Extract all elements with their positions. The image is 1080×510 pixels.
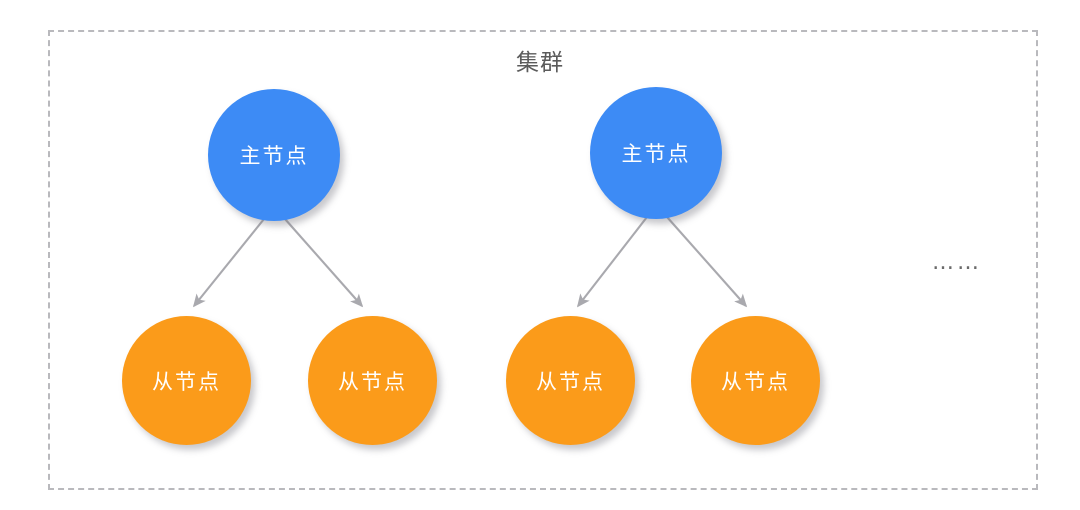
node-master-1-label: 主节点 (239, 144, 309, 168)
edge-master2-slave2 (666, 216, 748, 308)
edge-master1-slave2 (284, 218, 364, 308)
node-slave-1-2[interactable]: 从节点 (308, 316, 437, 445)
edge-master1-slave1 (192, 218, 265, 308)
node-slave-2-1[interactable]: 从节点 (506, 316, 635, 445)
node-master-1[interactable]: 主节点 (208, 89, 340, 221)
node-slave-2-1-label: 从节点 (536, 369, 605, 394)
node-slave-2-2-label: 从节点 (721, 369, 790, 394)
node-slave-1-1[interactable]: 从节点 (122, 316, 251, 445)
node-slave-1-1-label: 从节点 (152, 369, 221, 394)
continuation-ellipsis: …… (932, 250, 982, 275)
cluster-title: 集群 (516, 50, 564, 76)
node-slave-2-2[interactable]: 从节点 (691, 316, 820, 445)
cluster-boundary (48, 30, 1038, 490)
edge-master2-slave1 (576, 216, 648, 308)
node-slave-1-2-label: 从节点 (338, 369, 407, 394)
node-master-2[interactable]: 主节点 (590, 87, 722, 219)
node-master-2-label: 主节点 (621, 142, 691, 166)
